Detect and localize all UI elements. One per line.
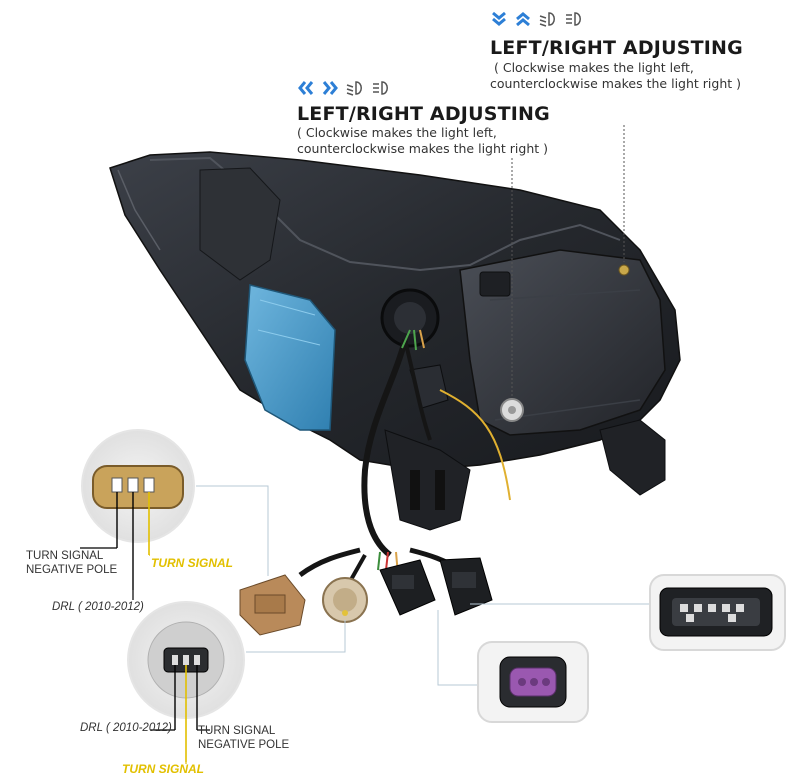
upper-drl-label: DRL ( 2010-2012) <box>52 601 144 613</box>
harness-connector-round <box>322 577 368 623</box>
label-leaders <box>80 547 210 764</box>
harness-connector-black-left <box>379 559 436 616</box>
low-beam-icon <box>346 81 362 96</box>
inset-upper-connector <box>81 429 195 590</box>
middle-adjust-line1: ( Clockwise makes the light left, <box>297 125 497 140</box>
upper-turn-signal-negative-label: TURN SIGNAL NEGATIVE POLE <box>26 550 118 576</box>
middle-adjust-line2: counterclockwise makes the light right ) <box>297 141 548 156</box>
lower-turn-signal-negative-label: TURN SIGNAL NEGATIVE POLE <box>198 725 290 751</box>
chevron-right-icon <box>322 81 338 95</box>
top-adjust-line2: counterclockwise makes the light right ) <box>490 76 741 91</box>
chevron-down-icon <box>492 11 506 26</box>
chevron-left-icon <box>298 81 314 95</box>
wiring-harness <box>298 329 462 586</box>
high-beam-icon <box>566 12 581 26</box>
top-adjust-heading: LEFT/RIGHT ADJUSTING <box>490 37 743 59</box>
lower-turn-signal-label: TURN SIGNAL <box>122 762 204 776</box>
inset-lower-connector <box>127 601 245 762</box>
upper-turn-signal-label: TURN SIGNAL <box>151 556 233 570</box>
headlight-housing <box>109 151 681 531</box>
top-adjust-line1: ( Clockwise makes the light left, <box>494 60 694 75</box>
harness-connector-tan <box>239 574 306 636</box>
inset-black-connector <box>649 574 786 651</box>
top-icon-row <box>490 10 584 28</box>
leader-lines <box>196 125 650 686</box>
inset-purple-connector <box>477 641 589 723</box>
chevron-up-icon <box>516 12 530 27</box>
low-beam-icon <box>539 12 555 27</box>
middle-icon-row <box>297 80 391 96</box>
high-beam-icon <box>373 81 388 95</box>
lower-drl-label: DRL ( 2010-2012) <box>80 722 172 734</box>
middle-adjust-heading: LEFT/RIGHT ADJUSTING <box>297 103 550 125</box>
harness-connector-black-right <box>439 557 493 616</box>
